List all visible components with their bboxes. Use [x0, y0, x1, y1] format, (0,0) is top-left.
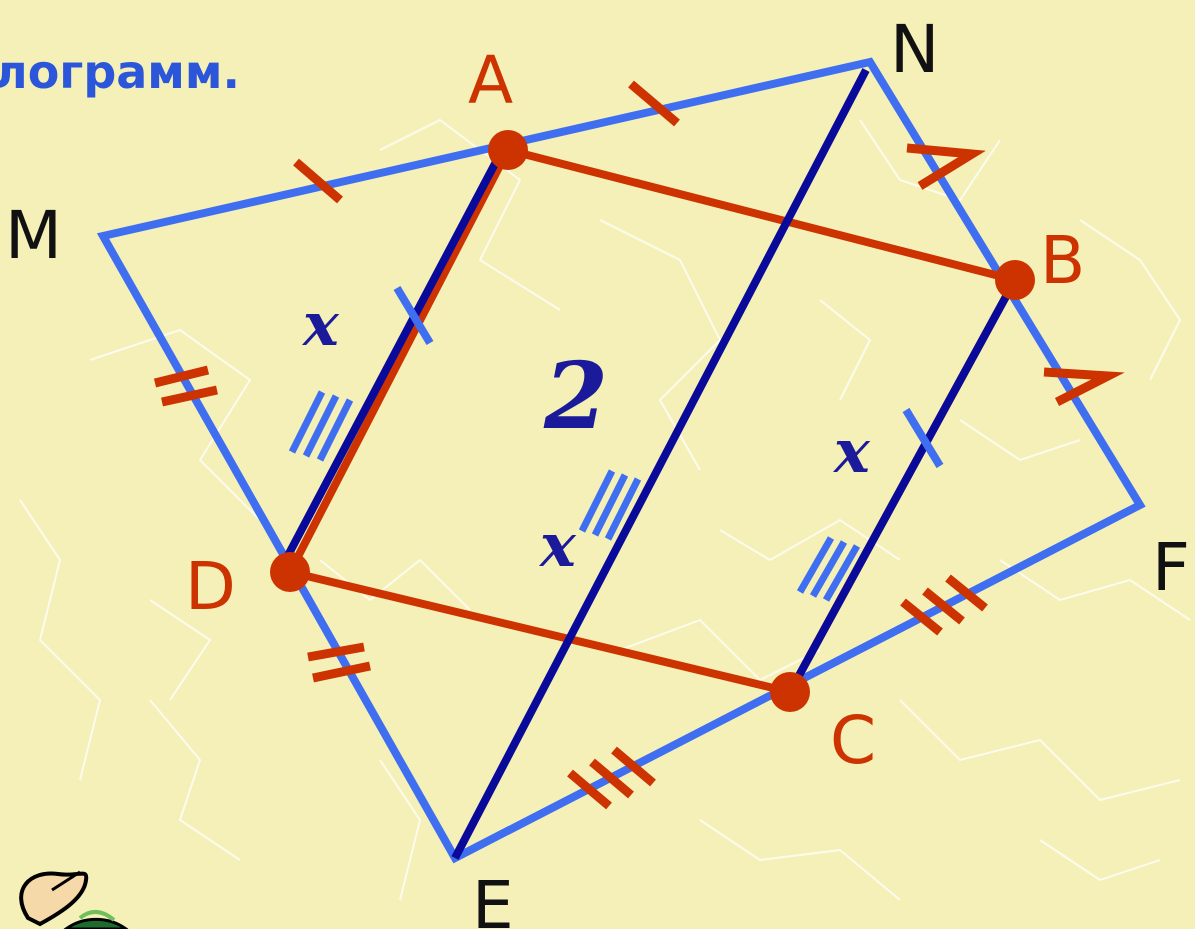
- tick-marks-nf: [906, 143, 1125, 407]
- variable-x-middle: x: [538, 511, 577, 581]
- variable-x-right: x: [832, 417, 871, 487]
- dot-b: [995, 260, 1035, 300]
- variable-x-left: x: [301, 290, 340, 360]
- segment-bc: [786, 278, 1019, 694]
- label-d: D: [185, 548, 236, 625]
- label-m: M: [5, 197, 62, 274]
- label-a: A: [468, 42, 513, 119]
- pencil-icon: [19, 870, 89, 927]
- vertex-dots: [270, 130, 1035, 712]
- segment-ne: [451, 68, 870, 860]
- tick-marks-me: [153, 365, 371, 683]
- tick-marks-mn: [293, 80, 680, 204]
- background-texture: [19, 118, 1191, 901]
- label-n: N: [890, 11, 939, 88]
- dot-a: [488, 130, 528, 170]
- dot-c: [770, 672, 810, 712]
- tick-marks-blue-single: [393, 285, 944, 469]
- label-b: B: [1040, 222, 1085, 299]
- tick-marks-blue-triple: [288, 390, 861, 602]
- segment-ad: [280, 156, 502, 565]
- label-e: E: [472, 867, 514, 929]
- dot-d: [270, 552, 310, 592]
- label-f: F: [1152, 529, 1190, 606]
- label-c: C: [830, 702, 876, 779]
- tick-marks-ef: [567, 574, 988, 810]
- title-fragment: лограмм.: [0, 45, 240, 99]
- variable-two: 2: [543, 342, 608, 450]
- globe-icon: [63, 910, 129, 929]
- inner-quadrilateral-abcd: [286, 146, 1019, 696]
